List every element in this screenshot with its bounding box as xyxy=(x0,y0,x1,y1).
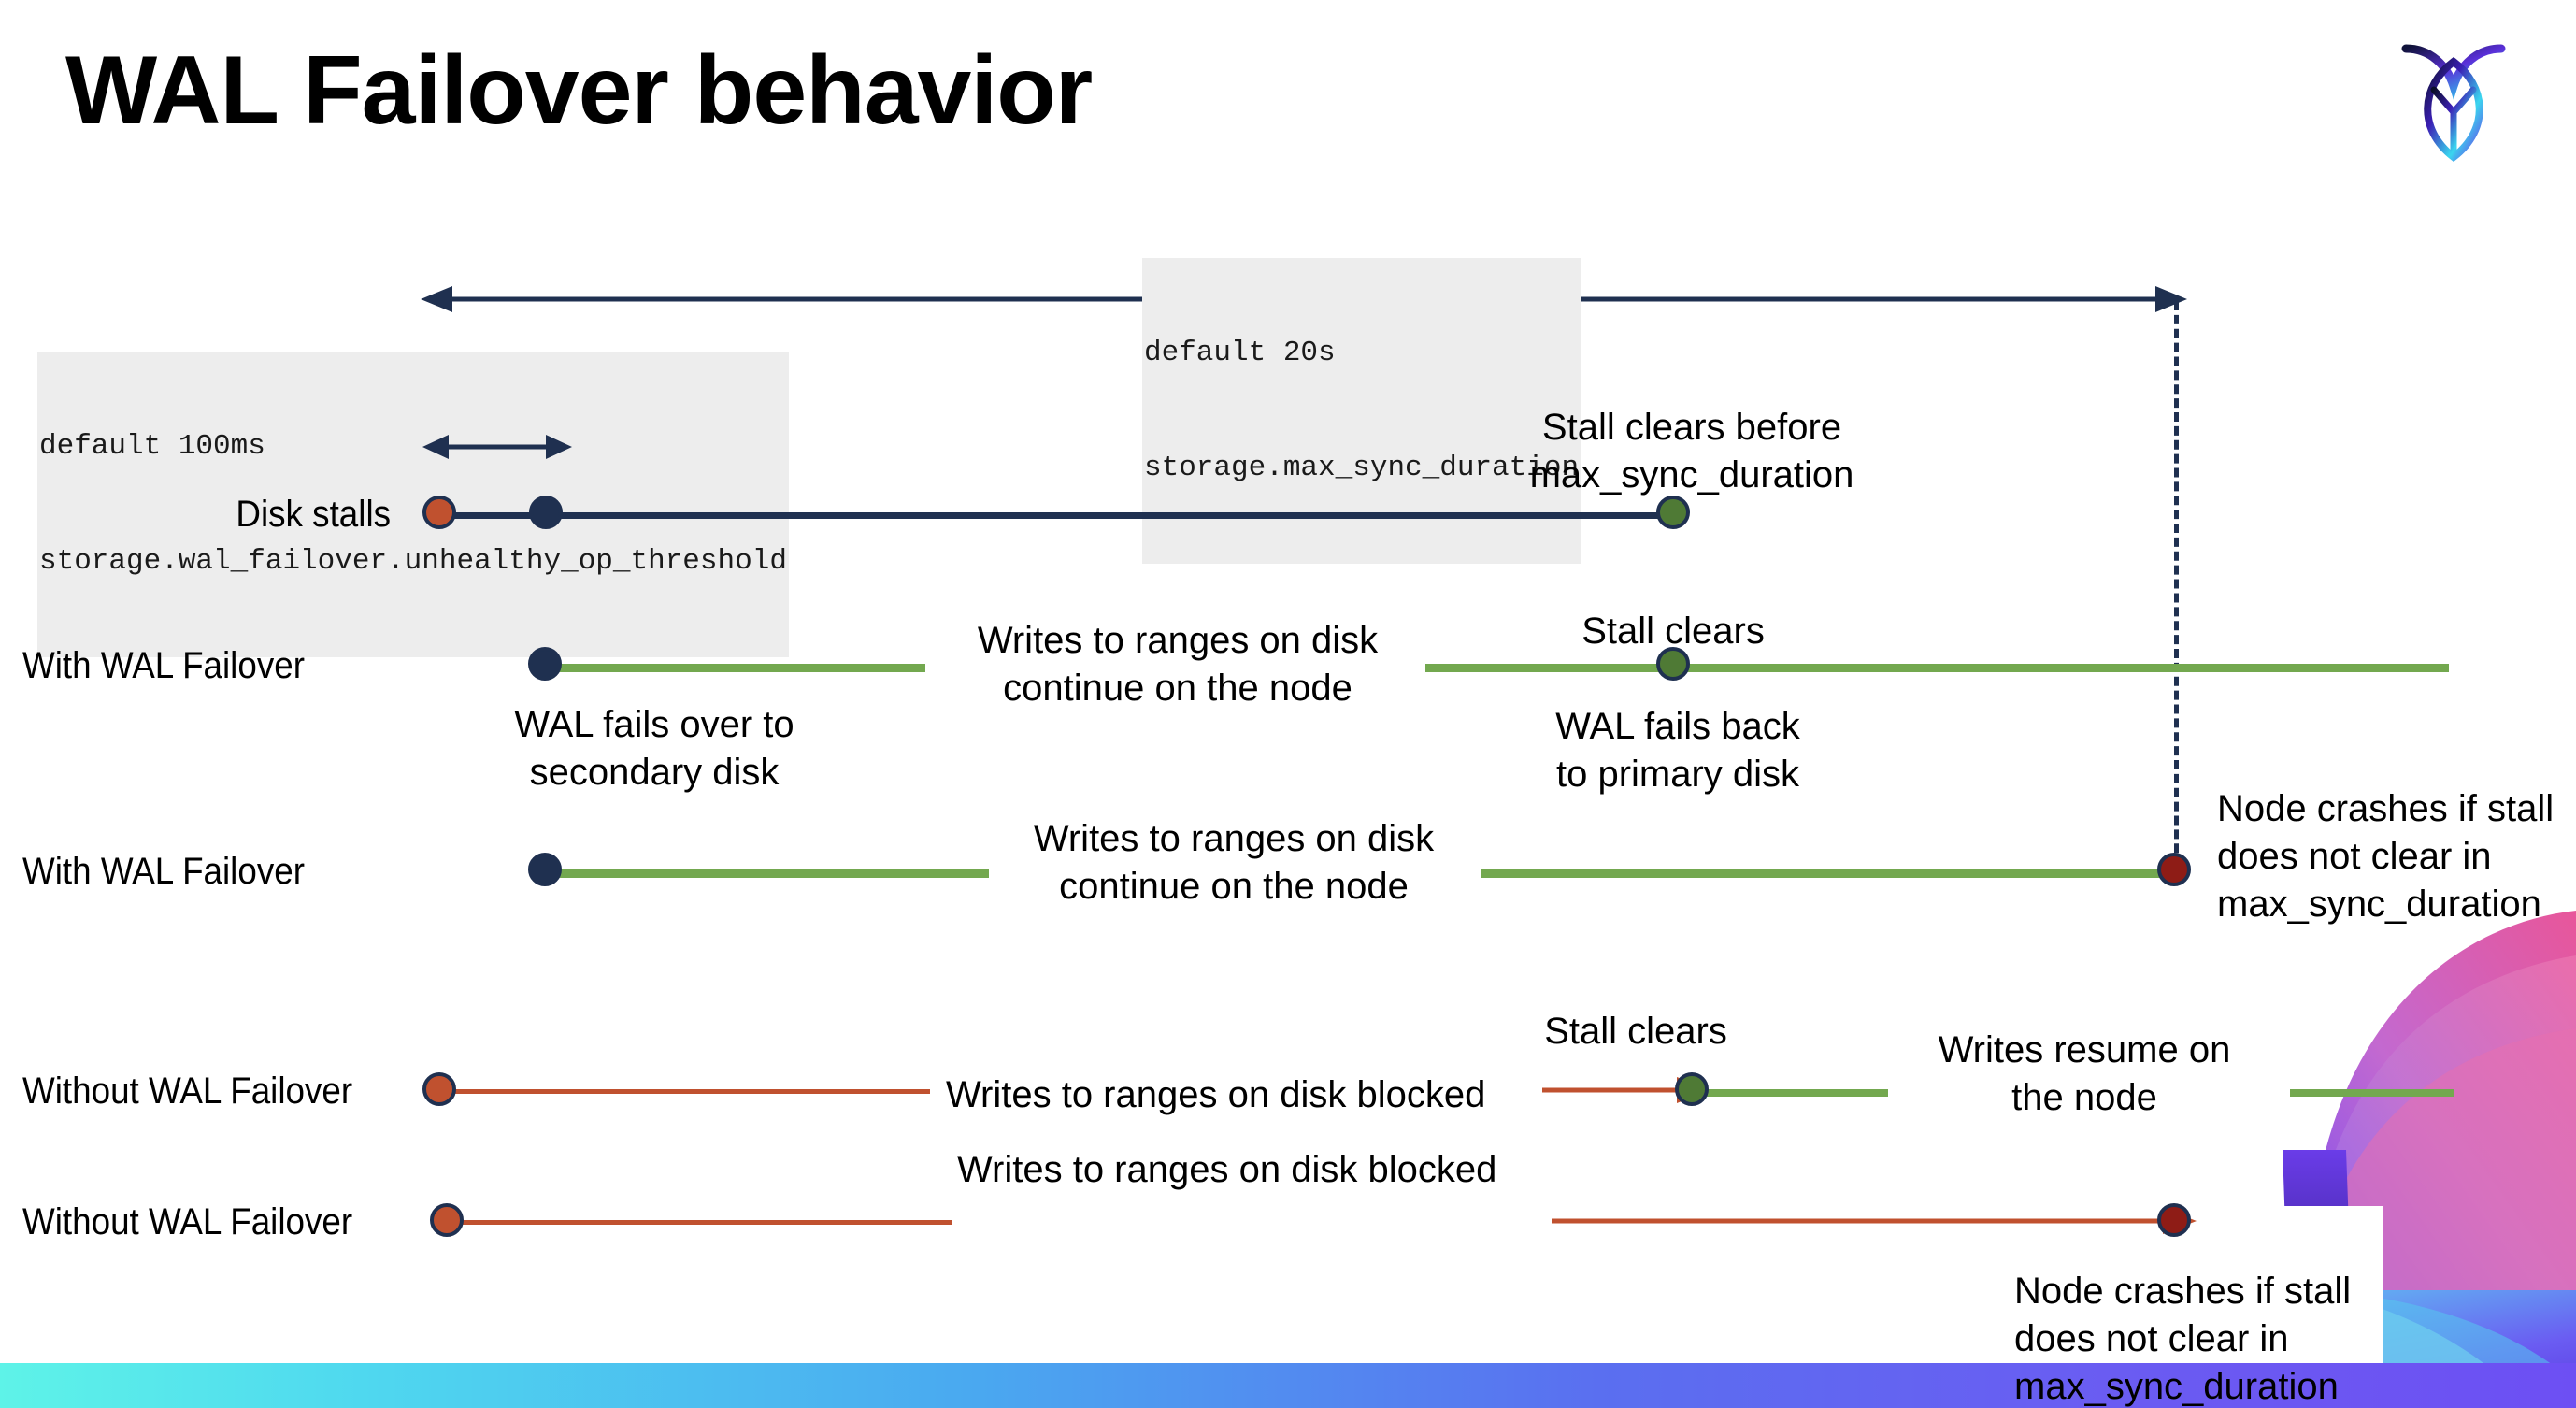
row-label-with-wal-failover-1: With WAL Failover xyxy=(22,645,305,686)
note-writes-resume: Writes resume on the node xyxy=(1938,1029,2231,1119)
wal-failover-2-line-b xyxy=(1481,869,2173,878)
without-wal-2-blocked-arrow xyxy=(1552,1208,2197,1234)
wal-failover-2-crash-dot xyxy=(2157,853,2191,886)
wal-failover-2-line-a xyxy=(550,869,989,878)
wal-failover-1-failover-dot xyxy=(528,647,562,681)
note-wal-fails-over: WAL fails over to secondary disk xyxy=(514,704,794,794)
note-writes-continue-1: Writes to ranges on disk continue on the… xyxy=(977,620,1379,710)
row-label-disk-stalls: Disk stalls xyxy=(236,494,392,535)
wal-failover-1-clear-dot xyxy=(1656,647,1690,681)
note-node-crashes-2: Node crashes if stall does not clear in … xyxy=(2014,1271,2352,1408)
note-node-crashes-1: Node crashes if stall does not clear in … xyxy=(2217,788,2555,926)
disk-stalls-clear-dot xyxy=(1656,496,1690,529)
note-writes-blocked-1: Writes to ranges on disk blocked xyxy=(946,1074,1486,1115)
without-wal-1-start-dot xyxy=(422,1072,456,1106)
wal-failover-1-line-a xyxy=(550,664,925,672)
without-wal-1-line-c xyxy=(2290,1089,2454,1097)
row-label-without-wal-failover-1: Without WAL Failover xyxy=(22,1070,353,1112)
row-label-without-wal-failover-2: Without WAL Failover xyxy=(22,1201,353,1243)
max-sync-duration-key: storage.max_sync_duration xyxy=(1144,449,1580,488)
unhealthy-op-threshold-default: default 100ms xyxy=(39,427,265,467)
disk-stalls-threshold-dot xyxy=(529,496,563,529)
cockroachdb-logo xyxy=(2401,44,2506,163)
page-title: WAL Failover behavior xyxy=(65,36,1093,145)
note-stall-clears-3: Stall clears xyxy=(1544,1011,1727,1052)
callout-backdrop-upper xyxy=(1916,898,2197,982)
wal-failover-1-line-b xyxy=(1425,664,2449,672)
unhealthy-op-threshold-span-arrow xyxy=(422,435,572,459)
note-stall-clears-2: Stall clears xyxy=(1581,611,1765,652)
without-wal-2-crash-dot xyxy=(2157,1203,2191,1237)
without-wal-1-clear-dot xyxy=(1675,1072,1709,1106)
disk-stalls-line xyxy=(439,512,1675,519)
note-writes-continue-2: Writes to ranges on disk continue on the… xyxy=(1033,818,1435,908)
note-writes-blocked-2: Writes to ranges on disk blocked xyxy=(957,1149,1497,1190)
max-sync-duration-default: default 20s xyxy=(1144,334,1336,373)
note-wal-fails-back: WAL fails back to primary disk xyxy=(1555,706,1800,796)
max-sync-duration-dropline xyxy=(2174,301,2179,881)
unhealthy-op-threshold-setting: default 100ms storage.wal_failover.unhea… xyxy=(37,352,789,658)
without-wal-1-line-a xyxy=(439,1089,930,1094)
unhealthy-op-threshold-key: storage.wal_failover.unhealthy_op_thresh… xyxy=(39,542,787,582)
row-label-with-wal-failover-2: With WAL Failover xyxy=(22,851,305,892)
without-wal-2-line-a xyxy=(447,1220,952,1225)
without-wal-1-line-b xyxy=(1694,1089,1888,1097)
note-stall-clears-before: Stall clears before max_sync_duration xyxy=(1529,407,1854,496)
bottom-gradient-band xyxy=(0,1363,2576,1408)
wal-failover-2-failover-dot xyxy=(528,853,562,886)
disk-stalls-start-dot xyxy=(422,496,456,529)
without-wal-2-start-dot xyxy=(430,1203,464,1237)
